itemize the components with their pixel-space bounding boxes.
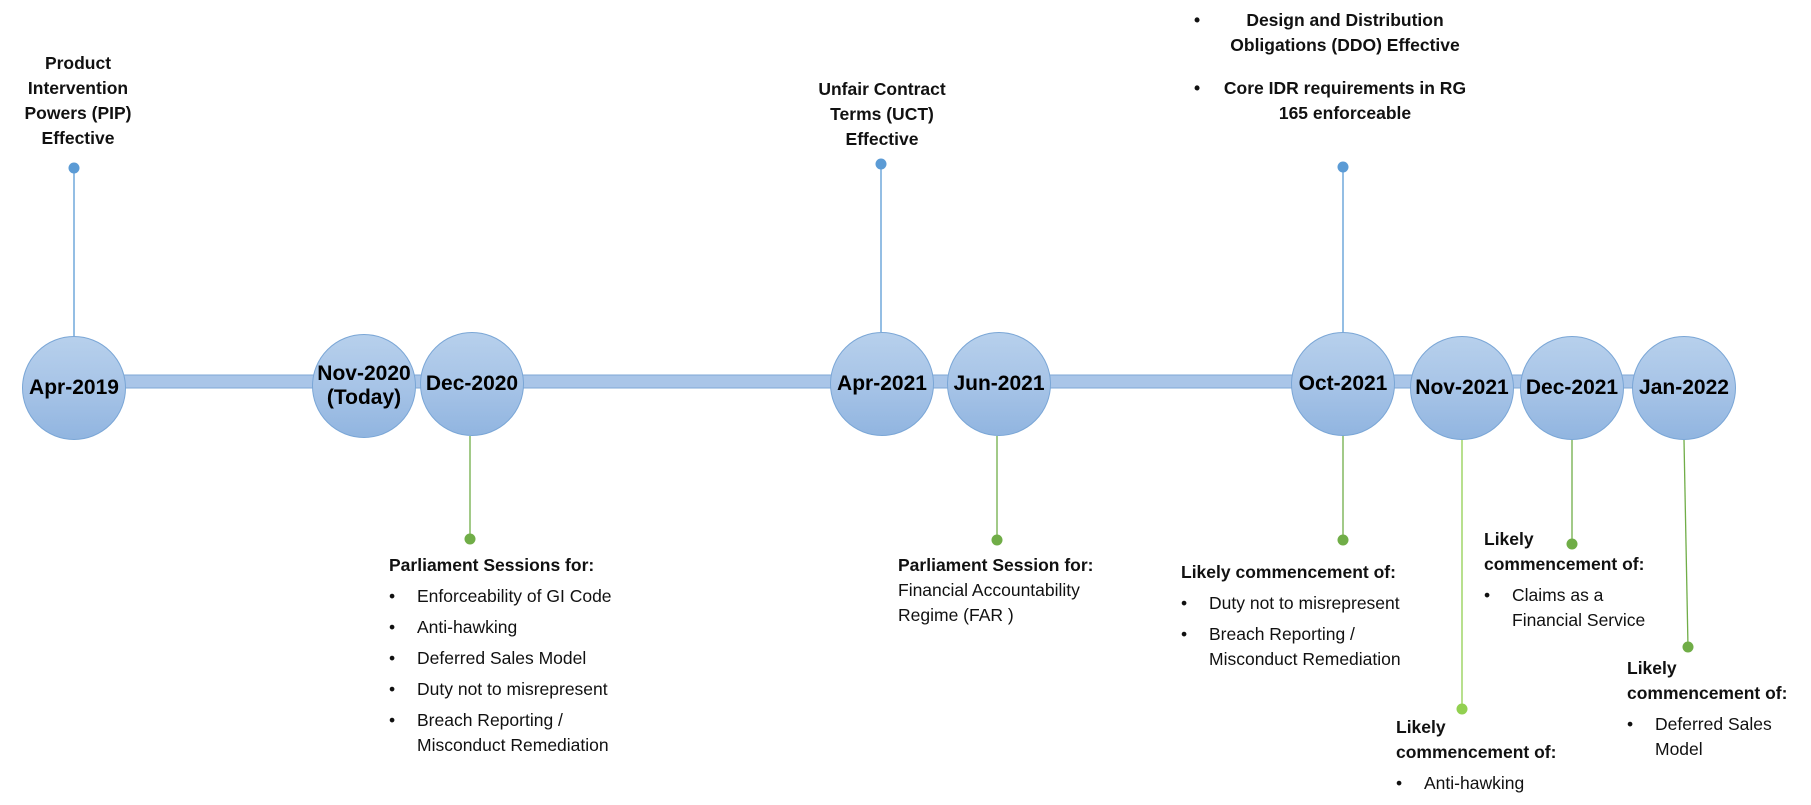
connector-dot-nov2021 (1456, 703, 1468, 715)
note-dec2020-heading: Parliament Sessions for: (389, 555, 595, 575)
note-dec2021-heading: Likely commencement of: (1484, 529, 1645, 574)
note-oct2021-list: Duty not to misrepresent Breach Reportin… (1181, 591, 1431, 672)
note-nov2021-item: Anti-hawking (1396, 771, 1571, 796)
note-nov2021: Likely commencement of: Anti-hawking (1396, 715, 1571, 802)
note-oct2021: Likely commencement of: Duty not to misr… (1181, 560, 1431, 678)
connector-dot-pip (68, 162, 80, 174)
milestone-label: Dec-2020 (425, 372, 519, 395)
connector-dot-dec2020 (464, 533, 476, 545)
milestone-label: Jun-2021 (953, 372, 1045, 395)
note-jan2022: Likely commencement of: Deferred Sales M… (1627, 656, 1809, 768)
note-ddo-item: Design and Distribution Obligations (DDO… (1194, 8, 1470, 58)
note-ddo-list: Design and Distribution Obligations (DDO… (1194, 8, 1470, 126)
milestone-dec-2020[interactable]: Dec-2020 (420, 332, 524, 436)
connector-dot-oct2021 (1337, 534, 1349, 546)
note-ddo: Design and Distribution Obligations (DDO… (1194, 8, 1470, 144)
milestone-label: Nov-2021 (1415, 376, 1509, 399)
note-uct-text: Unfair Contract Terms (UCT) Effective (818, 79, 946, 149)
connector-dot-jan2022 (1682, 641, 1694, 653)
note-dec2020-item: Anti-hawking (389, 615, 659, 640)
note-uct: Unfair Contract Terms (UCT) Effective (812, 77, 952, 152)
connector-dot-uct (875, 158, 887, 170)
milestone-nov-2021[interactable]: Nov-2021 (1410, 336, 1514, 440)
milestone-label: Oct-2021 (1298, 372, 1388, 395)
note-jun2021-heading: Parliament Session for: (898, 555, 1094, 575)
milestone-nov-2020[interactable]: Nov-2020 (Today) (312, 334, 416, 438)
note-jan2022-list: Deferred Sales Model (1627, 712, 1809, 762)
milestone-label: Apr-2021 (837, 372, 927, 395)
milestone-jan-2022[interactable]: Jan-2022 (1632, 336, 1736, 440)
note-jan2022-heading: Likely commencement of: (1627, 658, 1788, 703)
note-pip: Product Intervention Powers (PIP) Effect… (14, 51, 142, 151)
milestone-label: Dec-2021 (1525, 376, 1619, 399)
note-jan2022-item: Deferred Sales Model (1627, 712, 1775, 762)
milestone-oct-2021[interactable]: Oct-2021 (1291, 332, 1395, 436)
note-dec2020: Parliament Sessions for: Enforceability … (389, 553, 659, 764)
note-jun2021: Parliament Session for: Financial Accoun… (898, 553, 1128, 628)
milestone-label: Jan-2022 (1639, 376, 1729, 399)
note-dec2021-list: Claims as a Financial Service (1484, 583, 1659, 633)
milestone-apr-2021[interactable]: Apr-2021 (830, 332, 934, 436)
note-oct2021-item: Breach Reporting / Misconduct Remediatio… (1181, 622, 1424, 672)
connector-dot-jun2021 (991, 534, 1003, 546)
milestone-label: Apr-2019 (29, 376, 119, 399)
note-dec2021-item: Claims as a Financial Service (1484, 583, 1657, 633)
note-nov2021-list: Anti-hawking (1396, 771, 1571, 796)
note-dec2020-item: Enforceability of GI Code (389, 584, 659, 609)
connector-dot-ddo (1337, 161, 1349, 173)
note-oct2021-heading: Likely commencement of: (1181, 562, 1396, 582)
note-nov2021-heading: Likely commencement of: (1396, 717, 1557, 762)
note-oct2021-item: Duty not to misrepresent (1181, 591, 1431, 616)
milestone-label: Nov-2020 (Today) (317, 362, 411, 409)
note-pip-text: Product Intervention Powers (PIP) Effect… (24, 53, 132, 148)
milestone-apr-2019[interactable]: Apr-2019 (22, 336, 126, 440)
milestone-jun-2021[interactable]: Jun-2021 (947, 332, 1051, 436)
milestone-dec-2021[interactable]: Dec-2021 (1520, 336, 1624, 440)
note-dec2020-item: Deferred Sales Model (389, 646, 659, 671)
note-dec2020-list: Enforceability of GI Code Anti-hawking D… (389, 584, 659, 758)
note-dec2021: Likely commencement of: Claims as a Fina… (1484, 527, 1659, 639)
note-ddo-item: Core IDR requirements in RG 165 enforcea… (1194, 76, 1470, 126)
note-dec2020-item: Duty not to misrepresent (389, 677, 659, 702)
note-jun2021-body: Financial Accountability Regime (FAR ) (898, 580, 1080, 625)
note-dec2020-item: Breach Reporting / Misconduct Remediatio… (389, 708, 632, 758)
connector-dot-dec2021 (1566, 538, 1578, 550)
connector-jan2022 (1683, 439, 1689, 648)
